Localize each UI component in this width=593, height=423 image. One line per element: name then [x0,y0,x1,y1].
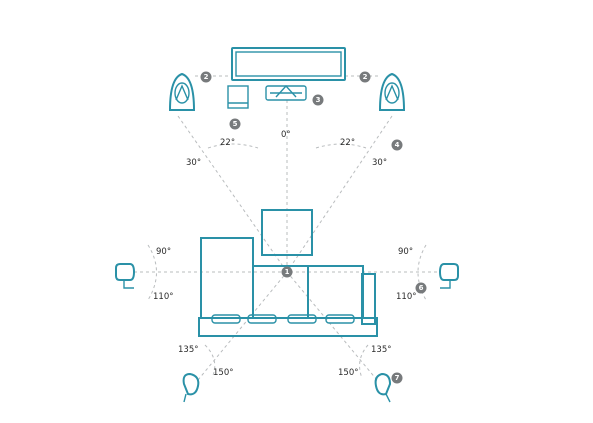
arc-front-right [315,143,367,149]
svg-text:4: 4 [395,141,400,149]
subwoofer-icon [227,85,249,109]
side-right-surround-icon [438,263,459,289]
rear-right-surround-icon [374,372,392,403]
badge-side-right: 6 [415,282,427,294]
badge-front-left: 2 [200,71,212,83]
badge-rear-right: 7 [391,372,403,384]
angle-front-right-outer: 30° [372,158,387,168]
angle-rear-left-top: 135° [178,345,198,355]
rear-left-surround-icon [182,372,200,403]
svg-text:3: 3 [316,96,321,104]
sofa-icon [198,237,378,337]
svg-text:7: 7 [395,374,400,382]
front-right-speaker-icon [378,72,406,111]
guide-front-right-30 [286,115,393,273]
guide-rear-left [197,271,288,381]
angle-side-left-bottom: 110° [153,292,173,302]
angle-rear-right-bottom: 150° [338,368,358,378]
angle-labels: 0° 22° 30° 22° 30° 90° 110° 90° 110° 135… [153,130,416,378]
arc-front-left [207,143,259,149]
svg-text:6: 6 [419,284,424,292]
angle-rear-left-bottom: 150° [213,368,233,378]
angle-center: 0° [281,130,291,140]
angle-front-left-outer: 30° [186,158,201,168]
svg-text:2: 2 [363,73,368,81]
arc-rear-left [204,344,216,379]
badge-listener: 1 [281,266,293,278]
coffee-table [261,209,313,256]
svg-text:5: 5 [233,120,238,128]
svg-text:1: 1 [285,268,290,276]
badge-front-right-angle: 4 [391,139,403,151]
badge-soundbar: 3 [312,94,324,106]
svg-text:2: 2 [204,73,209,81]
guide-front-left-30 [177,115,288,273]
badge-front-right: 2 [359,71,371,83]
soundbar-icon [265,84,307,101]
arc-rear-right [359,344,369,379]
angle-side-left-top: 90° [156,247,171,257]
badges: 2 2 3 4 5 6 7 1 [200,71,427,384]
angle-side-right-top: 90° [398,247,413,257]
angle-rear-right-top: 135° [371,345,391,355]
angle-side-right-bottom: 110° [396,292,416,302]
guide-lines [134,75,440,381]
angle-front-left-inner: 22° [220,138,235,148]
angle-front-right-inner: 22° [340,138,355,148]
front-left-speaker-icon [168,72,196,111]
badge-subwoofer: 5 [229,118,241,130]
side-left-surround-icon [115,263,136,289]
tv-icon [231,47,346,81]
